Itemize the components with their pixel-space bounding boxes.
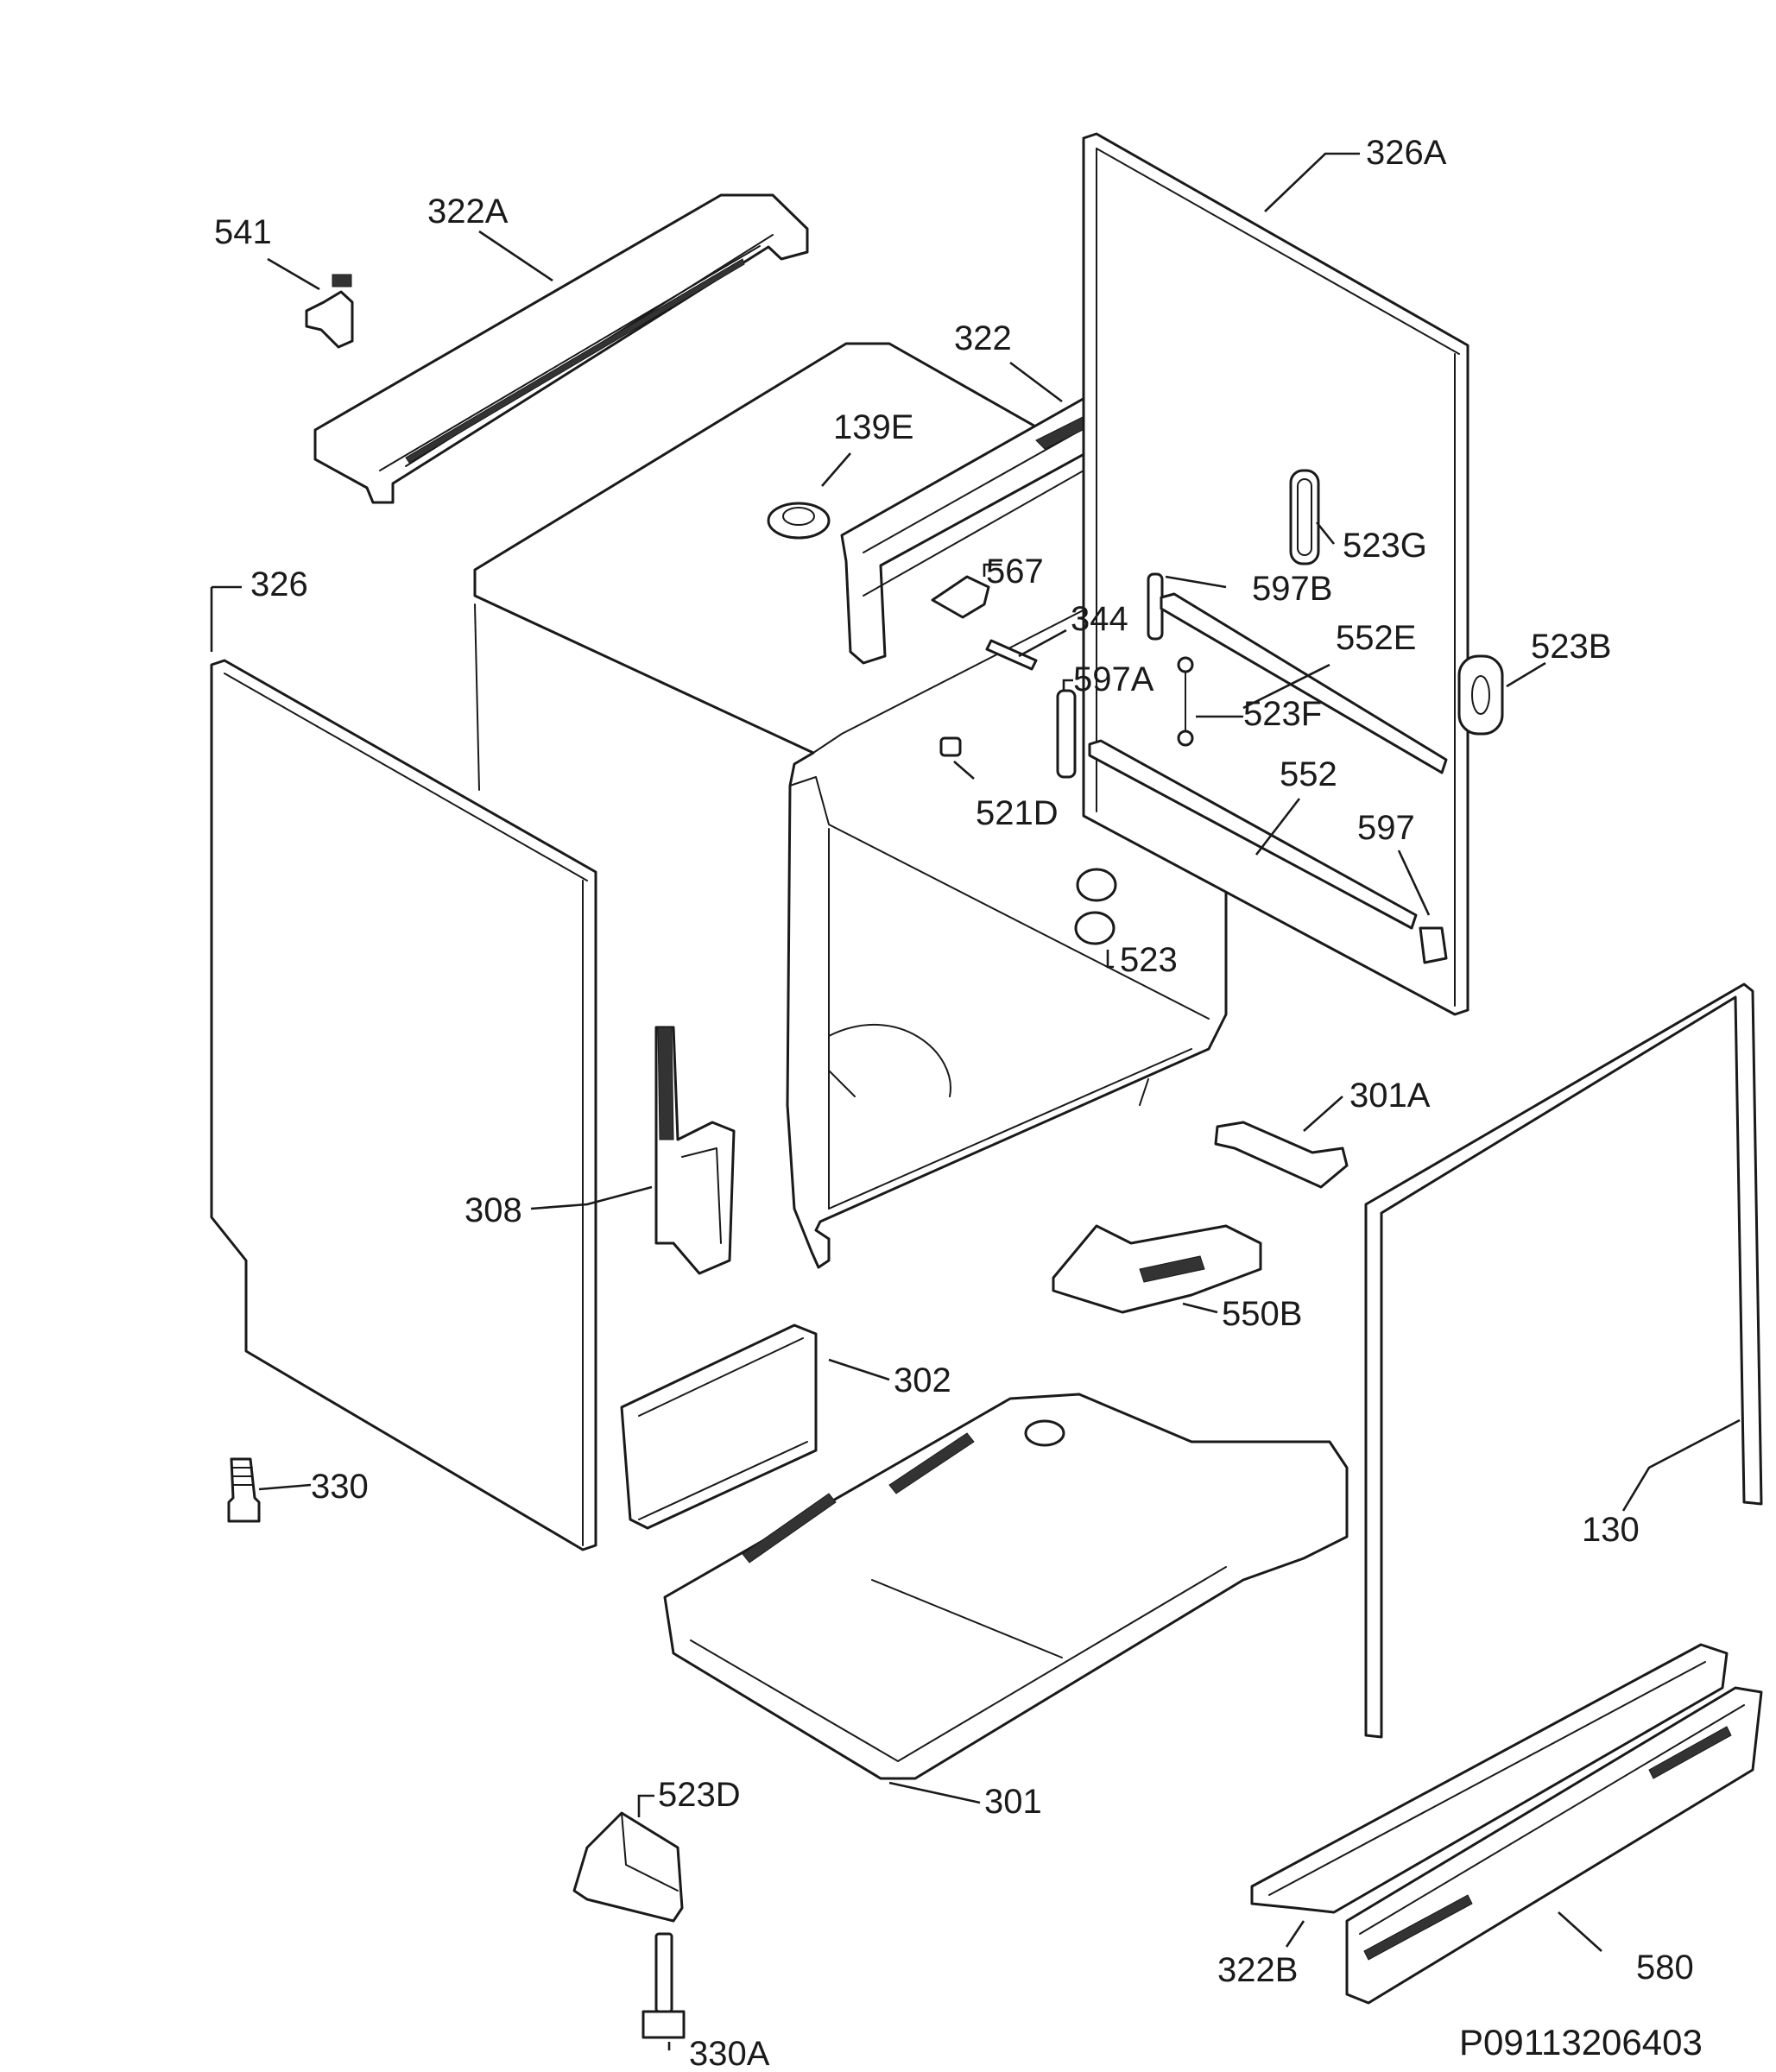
part-523G-seal bbox=[1289, 469, 1320, 565]
label-139E: 139E bbox=[833, 408, 913, 446]
label-301: 301 bbox=[984, 1783, 1042, 1821]
part-552-rail bbox=[1088, 739, 1418, 930]
part-labels: 541 322A 322 326A 139E 523G 567 597B 344… bbox=[214, 134, 1703, 2072]
part-322A-top-rail bbox=[313, 193, 809, 504]
part-580-frame bbox=[1345, 1686, 1763, 2005]
label-567: 567 bbox=[986, 553, 1044, 591]
part-330-foot bbox=[227, 1457, 261, 1523]
label-301A: 301A bbox=[1349, 1077, 1431, 1115]
label-580: 580 bbox=[1636, 1949, 1694, 1987]
part-541-clip bbox=[305, 274, 354, 349]
part-139E-cap bbox=[767, 502, 831, 540]
part-330A-foot bbox=[642, 1932, 686, 2039]
label-552: 552 bbox=[1280, 755, 1337, 793]
label-550B: 550B bbox=[1222, 1295, 1302, 1333]
label-521D: 521D bbox=[976, 794, 1059, 832]
label-344: 344 bbox=[1071, 600, 1128, 638]
part-597A-guide bbox=[1056, 689, 1077, 779]
label-523F: 523F bbox=[1243, 695, 1322, 733]
part-326-left-panel bbox=[210, 659, 597, 1551]
part-130-door-seal bbox=[1364, 982, 1763, 1739]
label-322B: 322B bbox=[1217, 1951, 1298, 1989]
label-330: 330 bbox=[311, 1468, 369, 1506]
label-541: 541 bbox=[214, 213, 272, 251]
label-130: 130 bbox=[1582, 1511, 1640, 1549]
label-302: 302 bbox=[894, 1361, 951, 1399]
label-597B: 597B bbox=[1252, 570, 1332, 608]
part-523D-bracket bbox=[572, 1811, 684, 1923]
part-523B-seal bbox=[1457, 654, 1504, 736]
part-567-bracket bbox=[931, 575, 990, 619]
part-597-guide bbox=[1419, 926, 1448, 964]
part-523F-rod bbox=[1177, 656, 1194, 747]
label-322A: 322A bbox=[427, 193, 509, 231]
part-301-base bbox=[663, 1393, 1349, 1780]
part-550B-bracket bbox=[1052, 1224, 1262, 1314]
label-308: 308 bbox=[465, 1191, 522, 1229]
label-326: 326 bbox=[250, 565, 308, 603]
label-597A: 597A bbox=[1073, 660, 1154, 698]
label-523B: 523B bbox=[1531, 628, 1611, 666]
label-552E: 552E bbox=[1336, 619, 1416, 657]
label-523: 523 bbox=[1120, 941, 1178, 979]
drawing-code: P09113206403 bbox=[1459, 2022, 1703, 2063]
leader-lines bbox=[210, 152, 1741, 2050]
part-523-connectors bbox=[1074, 868, 1117, 945]
label-322: 322 bbox=[954, 319, 1012, 357]
label-597: 597 bbox=[1357, 809, 1415, 847]
label-326A: 326A bbox=[1366, 134, 1447, 172]
label-523D: 523D bbox=[658, 1776, 741, 1814]
part-302-panel bbox=[620, 1323, 818, 1530]
part-322B-rail bbox=[1250, 1643, 1729, 1914]
part-301A-clip bbox=[1214, 1121, 1349, 1189]
label-523G: 523G bbox=[1343, 527, 1427, 565]
part-521D-nut bbox=[939, 736, 962, 757]
part-308-hinge bbox=[654, 1026, 736, 1275]
label-330A: 330A bbox=[689, 2035, 770, 2072]
part-552E-rail bbox=[1160, 592, 1448, 774]
